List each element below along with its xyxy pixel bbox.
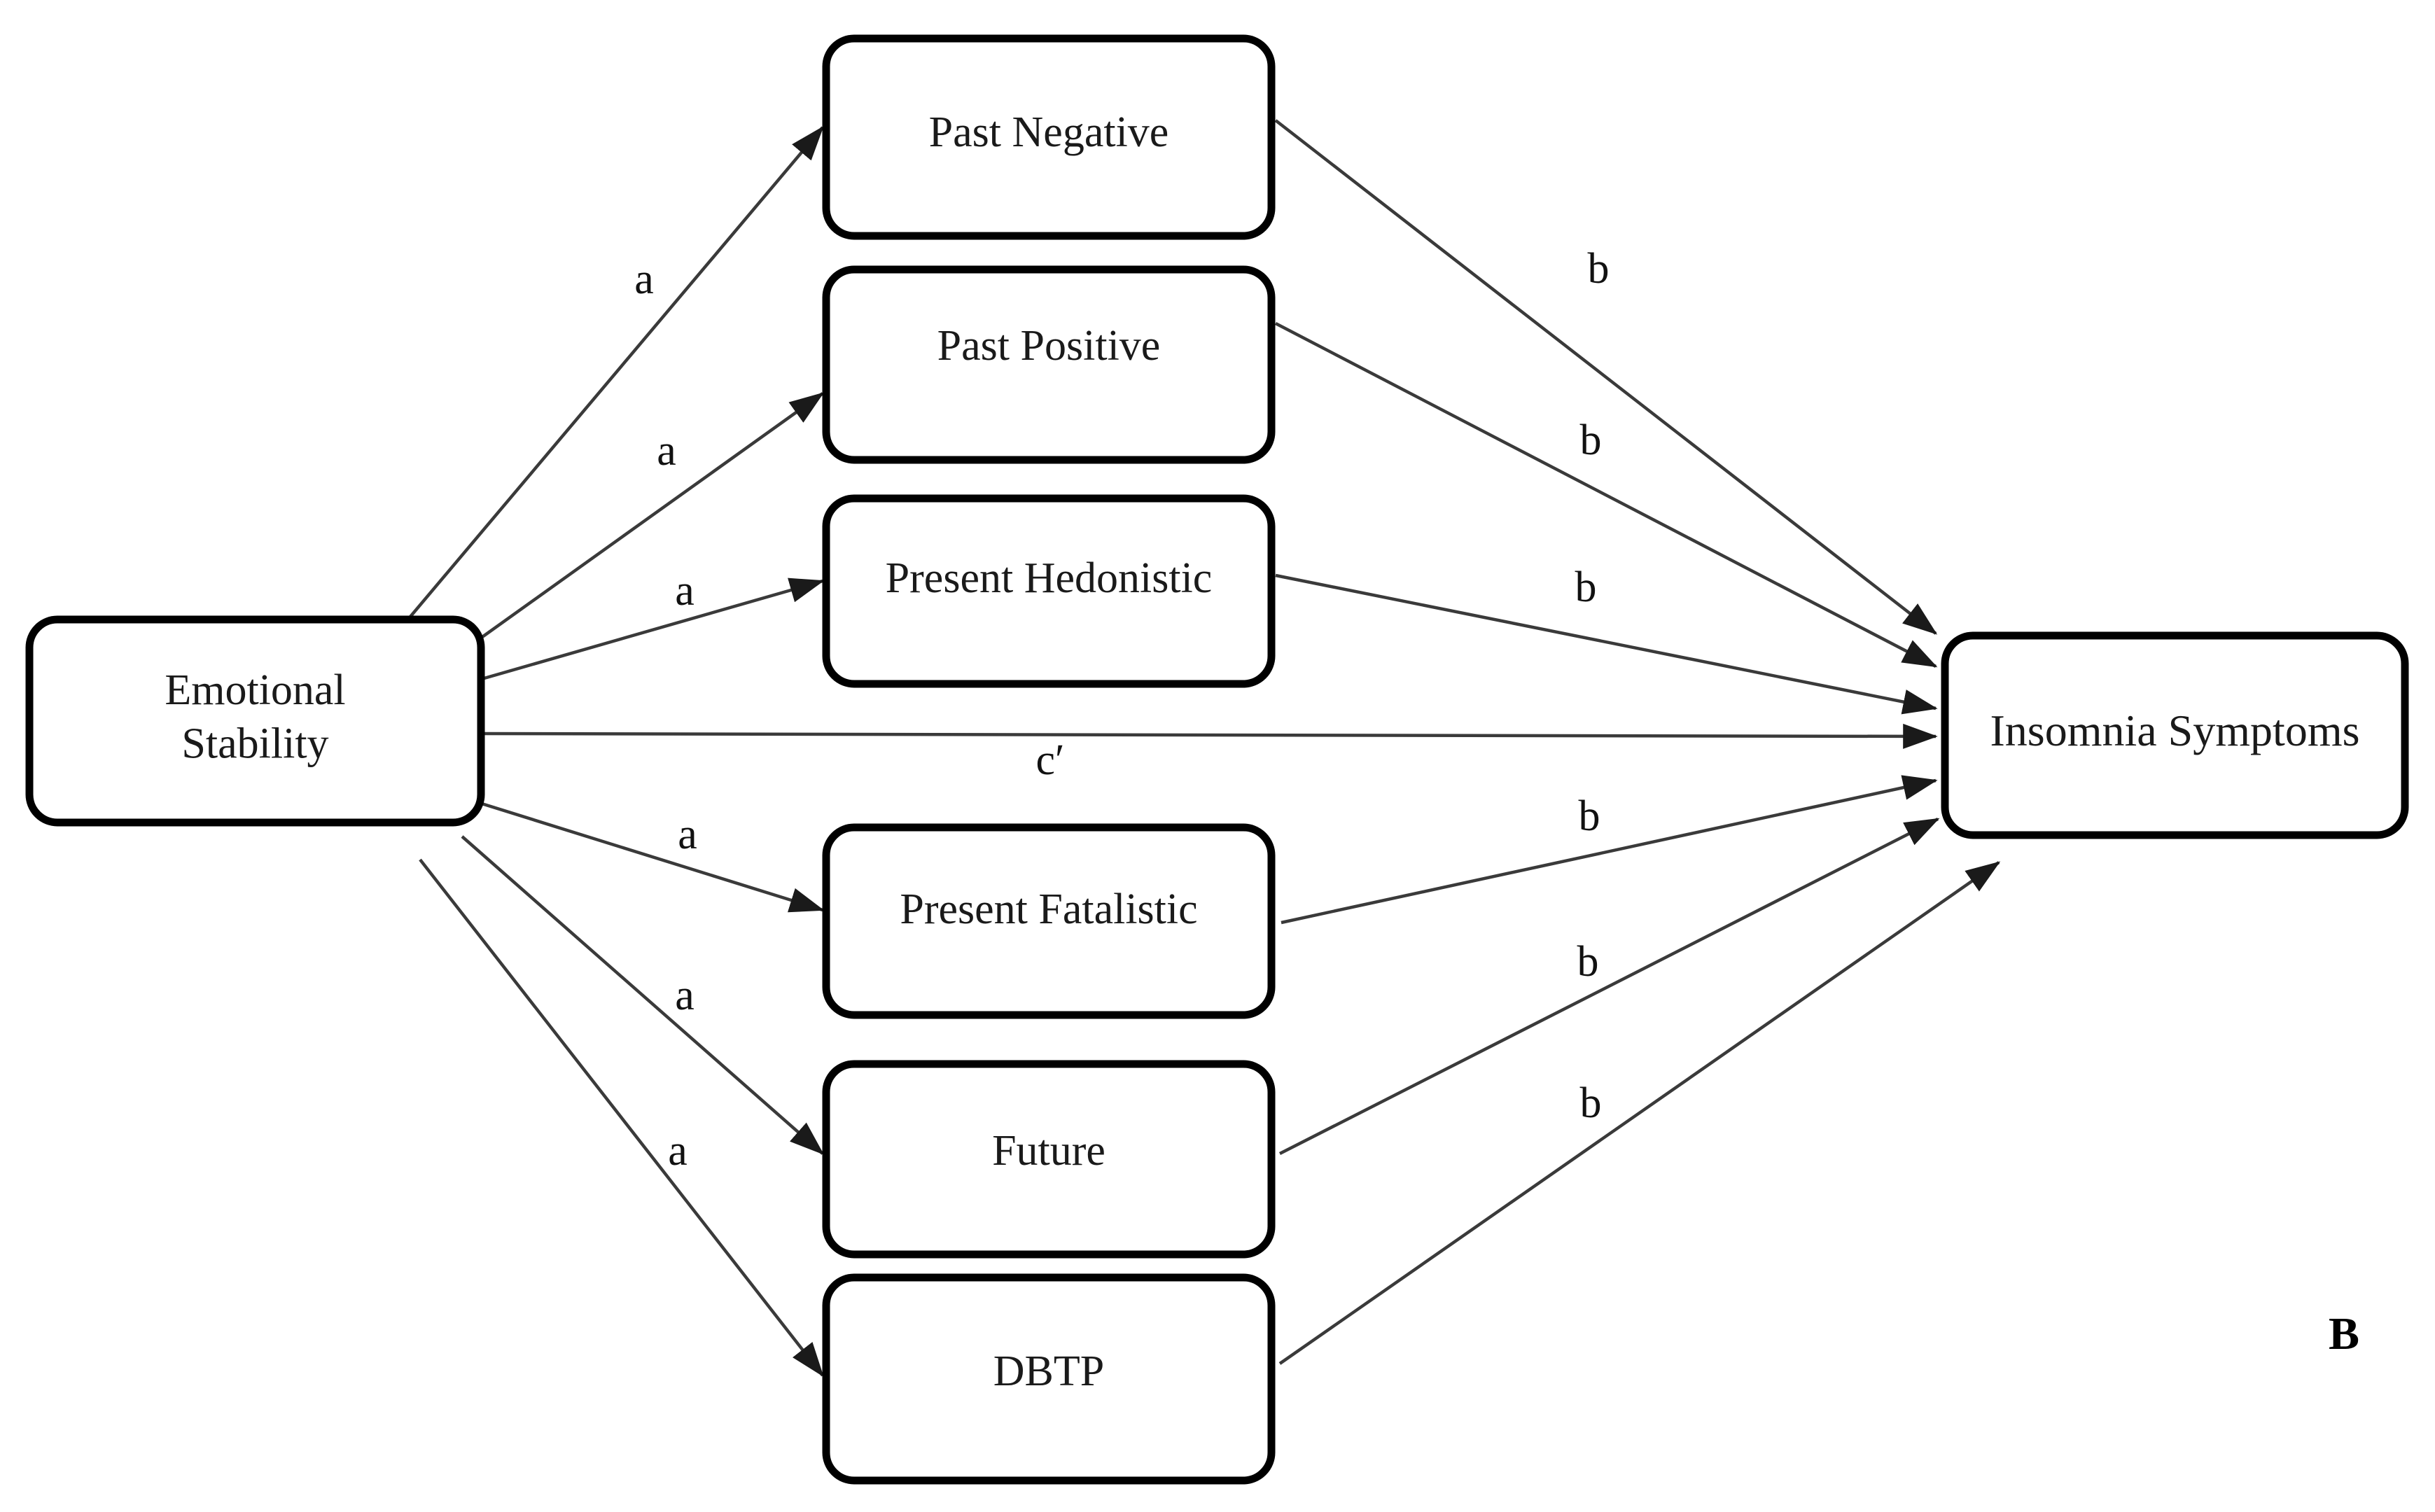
path-label-b-present-fatalistic: b (1579, 792, 1600, 840)
b-path-group: b b b b b b (1274, 119, 2001, 1365)
node-label-past-negative: Past Negative (929, 108, 1169, 156)
node-label-future: Future (992, 1127, 1105, 1175)
node-label-present-hedonistic: Present Hedonistic (886, 554, 1213, 602)
path-line-a-past-negative (398, 125, 824, 631)
path-label-a-past-negative: a (634, 255, 654, 303)
node-label-insomnia-symptoms: Insomnia Symptoms (1990, 706, 2359, 755)
node-present-hedonistic[interactable]: Present Hedonistic (822, 494, 1276, 688)
path-line-a-past-positive (469, 392, 825, 647)
path-b-dbtp[interactable]: b (1278, 861, 2001, 1365)
node-label-emotional-stability-line-2: Stability (181, 720, 328, 768)
node-past-negative[interactable]: Past Negative (822, 34, 1276, 240)
path-line-c-prime-direct (482, 723, 1938, 749)
path-a-past-positive[interactable]: a (469, 392, 825, 647)
path-line-a-future (461, 835, 825, 1155)
node-box-future (822, 1060, 1276, 1259)
path-line-b-dbtp (1278, 861, 2001, 1365)
path-b-past-positive[interactable]: b (1274, 322, 1938, 668)
node-present-fatalistic[interactable]: Present Fatalistic (822, 823, 1276, 1019)
path-line-b-present-hedonistic (1275, 573, 1938, 715)
path-a-dbtp[interactable]: a (419, 858, 824, 1378)
path-a-past-negative[interactable]: a (398, 125, 824, 631)
path-c-prime-direct[interactable]: c′ (482, 723, 1938, 784)
node-label-present-fatalistic: Present Fatalistic (900, 886, 1197, 933)
path-line-a-dbtp (419, 858, 824, 1378)
a-path-group: a a a a a a (398, 125, 825, 1378)
path-b-past-negative[interactable]: b (1274, 119, 1938, 635)
path-b-present-hedonistic[interactable]: b (1275, 564, 1938, 715)
node-box-present-fatalistic (822, 823, 1276, 1019)
path-label-b-past-negative: b (1588, 245, 1610, 293)
node-box-emotional-stability (25, 615, 485, 827)
path-b-present-fatalistic[interactable]: b (1281, 775, 1938, 925)
path-a-present-fatalistic[interactable]: a (481, 802, 825, 913)
node-box-past-negative (822, 34, 1276, 240)
path-line-b-future (1278, 817, 1940, 1156)
path-label-b-future: b (1577, 938, 1599, 986)
path-label-a-dbtp: a (668, 1127, 688, 1175)
path-label-a-future: a (675, 972, 695, 1019)
path-label-a-present-hedonistic: a (675, 567, 695, 615)
path-line-b-past-positive (1274, 322, 1938, 668)
node-label-past-positive: Past Positive (937, 322, 1161, 370)
path-label-c-prime-direct: c′ (1035, 736, 1064, 784)
panel-letter-b: B (2329, 1308, 2359, 1359)
path-label-b-past-positive: b (1580, 416, 1602, 464)
node-label-dbtp: DBTP (993, 1348, 1104, 1395)
path-b-future[interactable]: b (1278, 817, 1940, 1156)
path-label-a-past-positive: a (657, 427, 676, 475)
path-label-b-dbtp: b (1580, 1079, 1602, 1127)
node-dbtp[interactable]: DBTP (822, 1273, 1276, 1485)
path-a-future[interactable]: a (461, 835, 825, 1155)
node-box-insomnia-symptoms (1941, 631, 2409, 839)
node-box-present-hedonistic (822, 494, 1276, 688)
path-a-present-hedonistic[interactable]: a (481, 567, 825, 681)
path-line-b-present-fatalistic (1281, 775, 1938, 925)
node-insomnia-symptoms[interactable]: Insomnia Symptoms (1941, 631, 2409, 839)
path-line-a-present-hedonistic (481, 578, 825, 681)
node-past-positive[interactable]: Past Positive (822, 265, 1276, 464)
node-box-past-positive (822, 265, 1276, 464)
direct-path-group: c′ (482, 723, 1938, 784)
node-label-emotional-stability-line-1: Emotional (165, 666, 345, 714)
path-line-a-present-fatalistic (481, 802, 825, 913)
node-box-dbtp (822, 1273, 1276, 1485)
path-label-a-present-fatalistic: a (678, 811, 697, 858)
node-future[interactable]: Future (822, 1060, 1276, 1259)
path-label-b-present-hedonistic: b (1575, 564, 1597, 611)
path-line-b-past-negative (1274, 119, 1938, 635)
